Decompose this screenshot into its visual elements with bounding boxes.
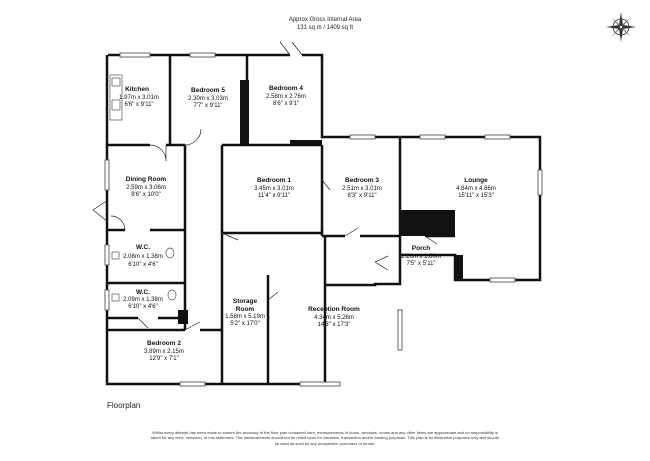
room-text: Bedroom 3 (345, 177, 379, 184)
room-label-reception: Reception Room 4.34m x 5.26m 14'3" x 17'… (308, 306, 360, 328)
room-label-lounge: Lounge 4.84m x 4.66m 15'11" x 15'3" (456, 177, 496, 199)
window (299, 381, 341, 387)
room-label-storage: Storage Room 1.58m x 5.19m 5'2" x 17'0" (225, 298, 265, 327)
door-swing (321, 179, 331, 191)
room-text: 2.59m x 3.06m (126, 185, 166, 191)
room-text: 15'11" x 15'3" (458, 193, 494, 199)
room-label-bedroom3: Bedroom 3 2.51m x 3.01m 8'3" x 9'11" (342, 177, 382, 199)
door-swing (149, 144, 167, 162)
room-text: 2.26m x 1.80m (401, 254, 441, 260)
room-text: Room (236, 306, 255, 313)
room-text: Dining Room (126, 176, 167, 183)
room-label-bedroom4: Bedroom 4 2.58m x 2.76m 8'6" x 9'1" (266, 85, 306, 107)
window (179, 381, 206, 387)
room-text: 6'6" x 9'11" (124, 102, 153, 108)
room-text: 1.97m x 3.01m (119, 95, 159, 101)
room-label-wc2: W.C. 2.09m x 1.38m 6'10" x 4'6" (123, 289, 163, 310)
kitchen-sink (111, 99, 121, 111)
room-text: 8'6" x 9'1" (273, 101, 299, 107)
door-swing (267, 291, 279, 301)
room-text: Lounge (464, 177, 488, 184)
room-text: Kitchen (125, 86, 149, 93)
porch-post (455, 255, 463, 280)
room-text: 3.45m x 3.01m (254, 186, 294, 192)
room-text: Storage (233, 298, 258, 305)
window (537, 169, 543, 196)
wall-block-b4 (290, 140, 322, 145)
window (349, 134, 376, 140)
window (104, 159, 110, 191)
room-text: 14'3" x 17'3" (318, 322, 351, 328)
room-text: W.C. (136, 244, 150, 251)
room-text: 7'7" x 9'11" (193, 103, 222, 109)
door-swing (344, 227, 359, 237)
room-label-dining: Dining Room 2.59m x 3.06m 8'6" x 10'0" (126, 176, 167, 198)
room-text: 12'9" x 7'1" (149, 356, 179, 362)
kitchen-hob (111, 77, 121, 87)
window (397, 309, 403, 351)
room-text: 2.08m x 1.38m (123, 254, 163, 260)
door-swing (92, 199, 109, 223)
chimney-bedroom4 (240, 80, 249, 145)
room-text: 11'4" x 9'11" (258, 193, 290, 199)
window (419, 134, 446, 140)
outer-wall (105, 53, 542, 386)
room-text: 3.89m x 2.15m (144, 349, 184, 355)
room-text: Bedroom 1 (257, 177, 291, 184)
room-text: 7'5" x 5'11" (406, 261, 435, 267)
room-text: 2.58m x 2.76m (266, 94, 306, 100)
window (489, 277, 516, 283)
door-swing (279, 41, 303, 56)
room-text: Bedroom 2 (147, 340, 181, 347)
fireplace (400, 210, 455, 236)
door-swing (424, 235, 438, 245)
room-label-bedroom2: Bedroom 2 3.89m x 2.15m 12'9" x 7'1" (144, 340, 184, 362)
room-text: 5'2" x 17'0" (230, 321, 260, 327)
window (189, 52, 216, 58)
basin-icon (111, 293, 120, 302)
room-text: Porch (412, 245, 430, 252)
room-text: 4.34m x 5.26m (314, 315, 354, 321)
door-swing (221, 232, 239, 241)
door-swing (110, 215, 126, 231)
area-title: Approx Gross Internal Area (288, 17, 362, 23)
room-text: 1.58m x 5.19m (225, 314, 265, 320)
disclaimer-text: Whilst every attempt has been made to en… (151, 430, 499, 446)
area-value: 131 sq m / 1409 sq ft (296, 25, 354, 31)
room-text: 6'10" x 4'6" (128, 262, 158, 268)
door-swing (184, 128, 202, 146)
window (104, 289, 110, 311)
compass-rose-icon (606, 12, 636, 42)
room-text: Reception Room (308, 306, 360, 313)
room-text: W.C. (136, 289, 150, 296)
room-text: 2.30m x 3.03m (188, 96, 228, 102)
bedroom1-wall (222, 145, 324, 236)
room-text: 6'10" x 4'6" (128, 304, 158, 310)
room-label-porch: Porch 2.26m x 1.80m 7'5" x 5'11" (401, 245, 441, 267)
room-text: Bedroom 5 (191, 87, 225, 94)
room-text: 2.09m x 1.38m (123, 297, 163, 303)
window (484, 134, 511, 140)
door-swing (137, 317, 149, 329)
basin-icon (111, 251, 120, 260)
window (104, 244, 110, 266)
room-text: 4.84m x 4.66m (456, 186, 496, 192)
storage-door-block (178, 310, 188, 324)
toilet-icon (165, 247, 175, 259)
floorplan-caption: Floorplan (107, 401, 141, 410)
room-label-wc1: W.C. 2.08m x 1.38m 6'10" x 4'6" (123, 244, 163, 268)
window (119, 52, 151, 58)
room-text: 8'6" x 10'0" (131, 192, 161, 198)
room-text: 2.51m x 3.01m (342, 186, 382, 192)
room-label-bedroom1: Bedroom 1 3.45m x 3.01m 11'4" x 9'11" (254, 177, 294, 199)
room-label-bedroom5: Bedroom 5 2.30m x 3.03m 7'7" x 9'11" (188, 87, 228, 109)
room-text: 8'3" x 9'11" (347, 193, 376, 199)
door-swing (374, 255, 389, 271)
door-swing (184, 321, 201, 331)
room-label-kitchen: Kitchen 1.97m x 3.01m 6'6" x 9'11" (119, 86, 159, 108)
toilet-icon (167, 289, 177, 301)
room-text: Bedroom 4 (269, 85, 303, 92)
